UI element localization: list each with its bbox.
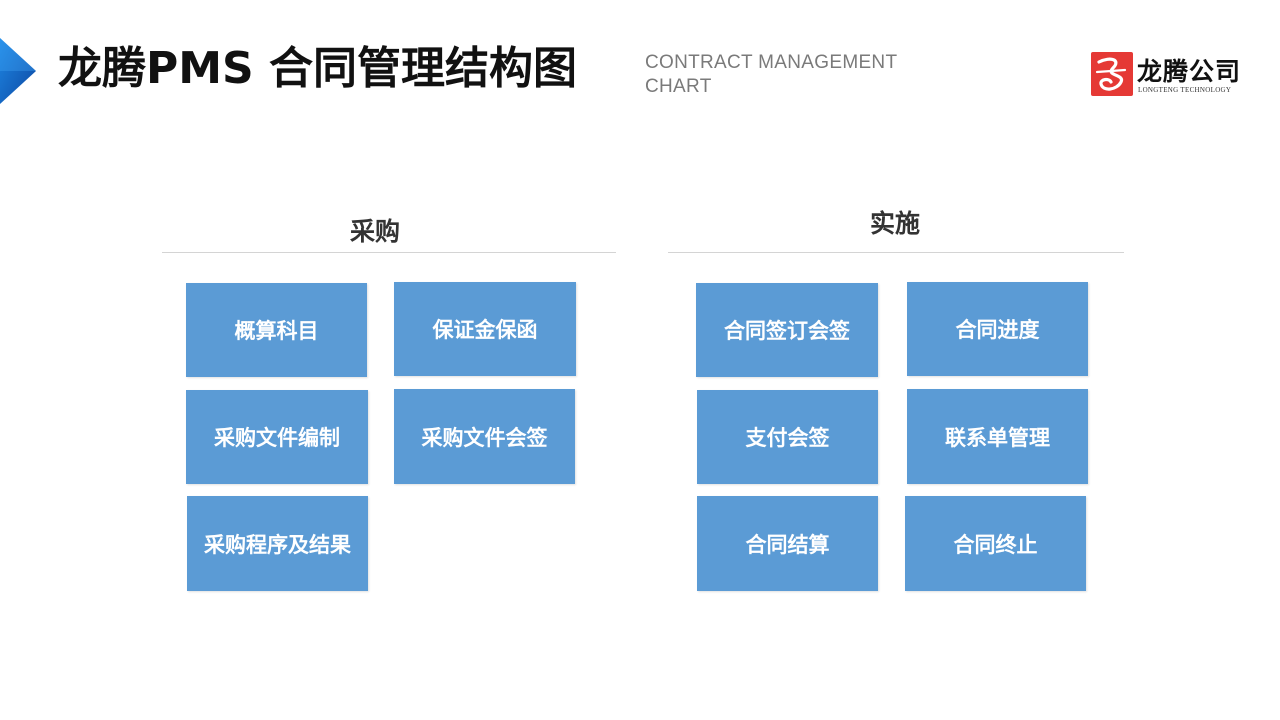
logo-tagline: LONGTENG TECHNOLOGY bbox=[1138, 86, 1232, 94]
logo-name: 龙腾公司 bbox=[1137, 57, 1242, 86]
section-title-implementation: 实施 bbox=[869, 209, 920, 238]
box-label: 合同进度 bbox=[955, 318, 1040, 342]
box-label: 采购程序及结果 bbox=[204, 532, 351, 557]
section-divider-implementation bbox=[668, 252, 1124, 253]
box-contract-termination: 合同终止 bbox=[905, 496, 1086, 591]
subtitle-line-2: CHART bbox=[645, 75, 712, 97]
box-label: 合同结算 bbox=[745, 532, 830, 557]
page-subtitle: CONTRACT MANAGEMENT CHART bbox=[645, 51, 897, 99]
section-divider-procurement bbox=[162, 252, 616, 253]
box-contact-sheet-management: 联系单管理 bbox=[907, 389, 1088, 484]
box-procurement-doc-prep: 采购文件编制 bbox=[186, 390, 368, 484]
box-contract-signing-countersign: 合同签订会签 bbox=[696, 283, 878, 377]
box-estimate-subject: 概算科目 bbox=[186, 283, 367, 377]
box-procurement-procedure-result: 采购程序及结果 bbox=[187, 496, 368, 591]
box-contract-settlement: 合同结算 bbox=[697, 496, 878, 591]
box-label: 联系单管理 bbox=[945, 425, 1050, 450]
box-label: 保证金保函 bbox=[432, 318, 538, 342]
corner-arrow-icon bbox=[0, 38, 36, 104]
box-label: 合同终止 bbox=[953, 532, 1038, 557]
box-label: 采购文件会签 bbox=[421, 425, 548, 450]
page-title: 龙腾PMS 合同管理结构图 bbox=[58, 43, 578, 94]
box-label: 合同签订会签 bbox=[724, 319, 850, 343]
section-title-procurement: 采购 bbox=[349, 217, 400, 246]
subtitle-line-1: CONTRACT MANAGEMENT bbox=[645, 52, 898, 73]
box-label: 概算科目 bbox=[234, 319, 319, 343]
company-logo-icon bbox=[1091, 52, 1133, 96]
box-guarantee: 保证金保函 bbox=[394, 282, 576, 376]
box-label: 采购文件编制 bbox=[214, 426, 340, 450]
box-contract-progress: 合同进度 bbox=[907, 282, 1088, 376]
box-procurement-doc-countersign: 采购文件会签 bbox=[394, 389, 575, 484]
box-payment-countersign: 支付会签 bbox=[697, 390, 878, 484]
box-label: 支付会签 bbox=[745, 426, 830, 450]
